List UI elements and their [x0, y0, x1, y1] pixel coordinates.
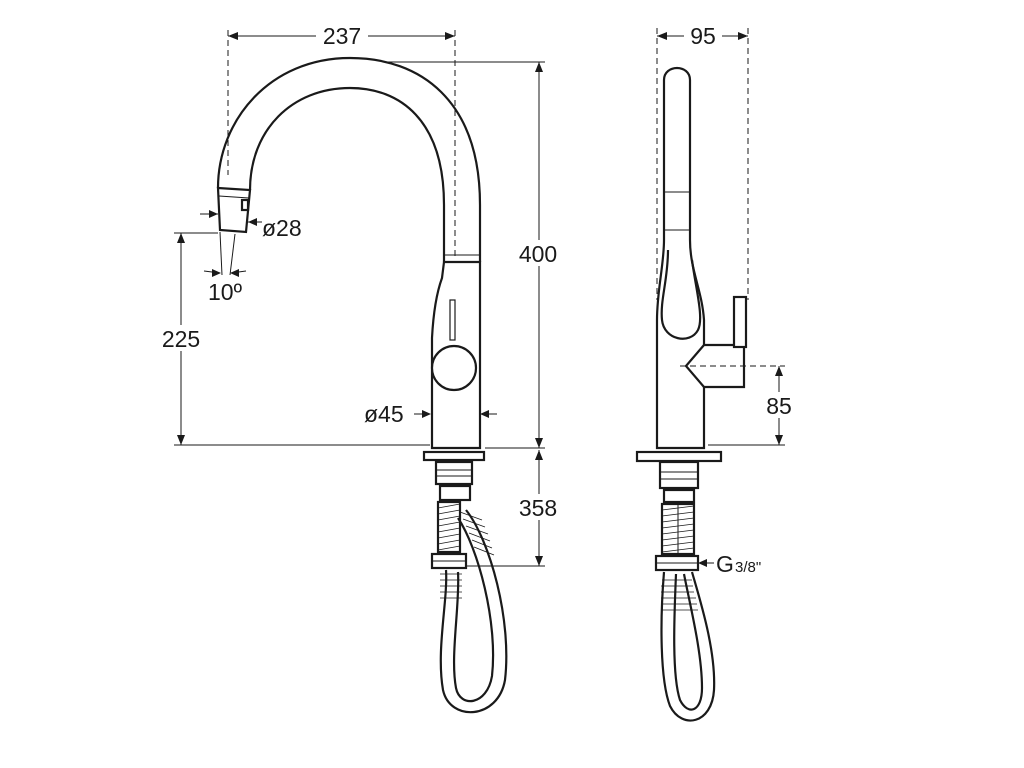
pull-out-hose-outer [439, 509, 508, 714]
side-hose-inner [673, 573, 704, 711]
side-fitting [658, 460, 700, 490]
arrow [535, 62, 543, 72]
thread-spec-prefix: G [716, 551, 734, 577]
angle-line [219, 231, 223, 276]
fitting-nut [438, 484, 472, 502]
arrow [698, 559, 707, 567]
dim-height-400: 400 [519, 241, 557, 267]
lever-slot [449, 299, 456, 341]
spray-head-line [218, 195, 250, 199]
dim-handle-85: 85 [766, 393, 792, 419]
label-bg [512, 240, 564, 266]
label-bg [684, 22, 722, 48]
dim-depth-95: 95 [690, 23, 716, 49]
arrow [230, 269, 239, 277]
arrow [209, 210, 218, 218]
front-view: 237 400 225 ø28 10º [155, 22, 564, 714]
gooseneck-spout-inner [248, 86, 446, 262]
label-bg [512, 494, 564, 520]
arrow [657, 32, 667, 40]
side-body [655, 66, 706, 450]
arrow [177, 233, 185, 243]
side-hose-coils [661, 579, 698, 611]
spray-button [240, 198, 250, 212]
side-inner-profile [660, 249, 702, 340]
label-bg [155, 325, 207, 351]
arrow [228, 32, 238, 40]
dim-height-225: 225 [162, 326, 200, 352]
dim-spray-diameter: ø28 [262, 215, 302, 241]
side-braid-pattern [661, 505, 695, 553]
arrow [445, 32, 455, 40]
side-lever [732, 295, 748, 349]
thread-spec-fraction: 3/8" [735, 559, 761, 576]
side-hose-outer [660, 571, 716, 722]
arrow [248, 218, 257, 226]
hose-spring-coils [440, 511, 495, 599]
arrow [775, 435, 783, 445]
arrow [535, 450, 543, 460]
side-view: 95 85 G 3/8" [635, 22, 800, 722]
lever-knob [430, 344, 478, 392]
label-bg [316, 22, 368, 48]
side-nut [662, 488, 696, 504]
pull-out-hose-inner [452, 517, 495, 703]
gooseneck-spout-outer [216, 56, 482, 262]
fitting-upper [434, 460, 474, 486]
angle-line [229, 233, 236, 276]
arrow [212, 269, 221, 277]
dim-spray-angle: 10º [208, 279, 243, 305]
label-bg [760, 392, 800, 418]
braided-hose-front [436, 500, 462, 554]
arrow [775, 366, 783, 376]
dim-width-237: 237 [323, 23, 361, 49]
arrow [422, 410, 431, 418]
arrow [738, 32, 748, 40]
arrow [535, 438, 543, 448]
deck-flange [422, 450, 486, 462]
arrow [177, 435, 185, 445]
dim-body-diameter: ø45 [364, 401, 404, 427]
braid-pattern [437, 503, 461, 551]
arrow [480, 410, 489, 418]
dim-below-deck-358: 358 [519, 495, 557, 521]
arrow [535, 556, 543, 566]
side-deck-flange [635, 450, 723, 463]
